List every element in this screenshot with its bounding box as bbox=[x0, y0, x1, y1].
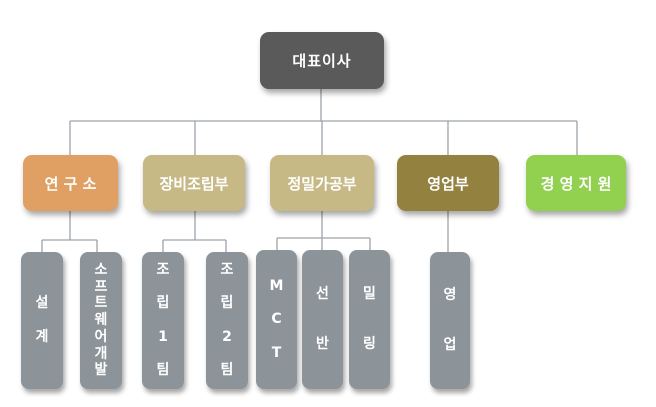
team-design-label: 설 계 bbox=[35, 295, 49, 345]
connector-root bbox=[69, 89, 578, 155]
team-assembly-2: 조 립 2 팀 bbox=[206, 252, 248, 389]
connector-dept-3 bbox=[276, 211, 371, 250]
dept-research-label: 연 구 소 bbox=[44, 174, 97, 193]
connector-dept-1 bbox=[41, 211, 98, 252]
ceo-label: 대표이사 bbox=[292, 52, 352, 70]
dept-sales-label: 영업부 bbox=[427, 174, 469, 193]
team-milling-label: 밀 링 bbox=[363, 285, 376, 353]
connector-dept-2 bbox=[162, 211, 227, 252]
team-milling: 밀 링 bbox=[349, 250, 390, 389]
team-mct-label: M C T bbox=[269, 277, 284, 361]
team-assembly-1-label: 조 립 1 팀 bbox=[156, 261, 170, 379]
team-assembly-2-label: 조 립 2 팀 bbox=[220, 261, 234, 379]
team-mct: M C T bbox=[256, 250, 297, 389]
dept-equipment-assembly: 장비조립부 bbox=[143, 155, 245, 211]
dept-precision-machining: 정밀가공부 bbox=[270, 155, 374, 211]
dept-management-support-label: 경 영 지 원 bbox=[540, 174, 612, 193]
dept-management-support: 경 영 지 원 bbox=[526, 155, 626, 211]
team-software-development: 소 프 트 웨 어 개 발 bbox=[80, 252, 122, 389]
team-design: 설 계 bbox=[21, 252, 63, 389]
team-lathe-label: 선 반 bbox=[316, 285, 329, 353]
dept-equipment-assembly-label: 장비조립부 bbox=[159, 174, 229, 193]
team-sales-label: 영 업 bbox=[443, 286, 457, 354]
team-assembly-1: 조 립 1 팀 bbox=[142, 252, 184, 389]
team-sales: 영 업 bbox=[430, 252, 470, 389]
dept-research: 연 구 소 bbox=[23, 155, 118, 211]
dept-sales: 영업부 bbox=[397, 155, 499, 211]
ceo-box: 대표이사 bbox=[260, 32, 384, 89]
dept-precision-machining-label: 정밀가공부 bbox=[287, 174, 357, 193]
team-lathe: 선 반 bbox=[302, 250, 343, 389]
team-software-development-label: 소 프 트 웨 어 개 발 bbox=[94, 261, 108, 379]
